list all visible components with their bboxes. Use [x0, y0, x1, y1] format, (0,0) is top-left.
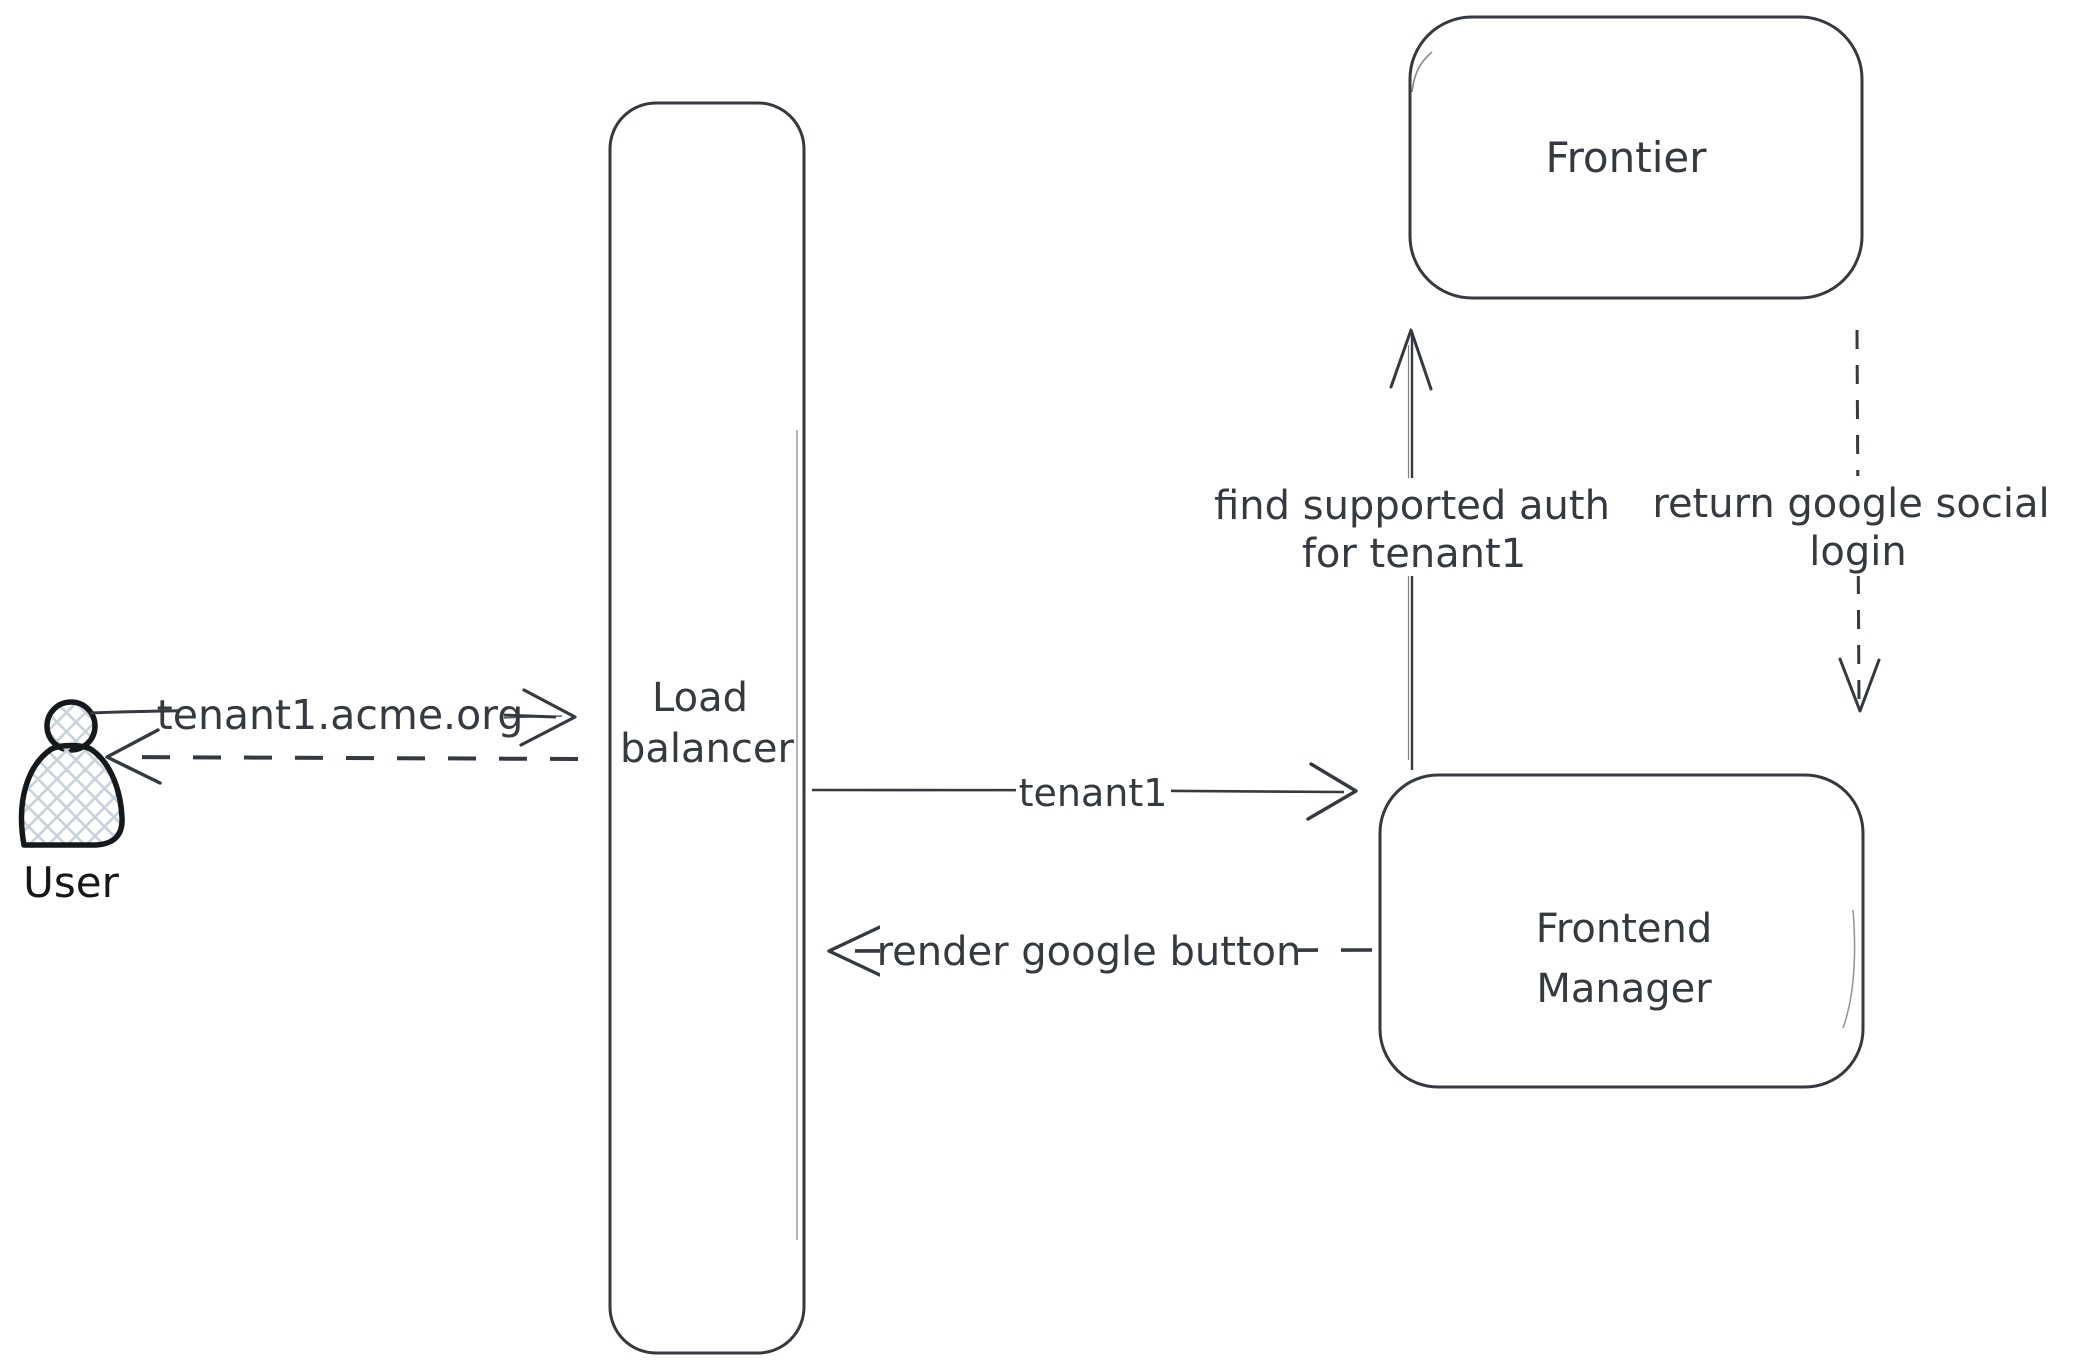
- load-balancer-node: Load balancer: [608, 101, 806, 1355]
- frontend-manager-box: [1378, 773, 1865, 1089]
- return-social-arrow: return google social login: [1652, 329, 2052, 713]
- response-arrow: [105, 728, 579, 785]
- frontend-manager-label-line2: Manager: [1536, 966, 1712, 1012]
- load-balancer-label-line1: Load: [652, 675, 748, 721]
- user-body: [18, 742, 125, 848]
- render-google-arrow-label: render google button: [877, 929, 1302, 975]
- find-auth-arrowhead-up-icon: [1389, 328, 1433, 391]
- frontier-node: Frontier: [1408, 15, 1864, 300]
- render-google-label-mask: [880, 920, 1298, 982]
- request-label-mask: [178, 686, 504, 744]
- find-auth-label-mask: [1206, 478, 1618, 576]
- find-auth-arrow: find supported auth for tenant1: [1206, 328, 1618, 770]
- user-label: User: [23, 858, 119, 907]
- response-arrowhead-left-icon: [105, 728, 162, 785]
- request-arrow: tenant1.acme.org: [89, 686, 577, 747]
- frontend-manager-label-line1: Frontend: [1536, 906, 1713, 952]
- frontier-box: [1408, 15, 1864, 300]
- render-google-arrow: render google button: [827, 920, 1373, 982]
- tenant1-arrow-label: tenant1: [1019, 771, 1168, 815]
- tenant1-label-mask: [1016, 766, 1171, 816]
- return-social-arrowhead-down-icon: [1838, 657, 1881, 713]
- frontend-manager-box-sketch-stroke: [1842, 909, 1856, 1029]
- return-social-arrow-label-line2: login: [1809, 529, 1906, 575]
- frontier-label: Frontier: [1545, 133, 1707, 182]
- frontend-manager-node: Frontend Manager: [1378, 773, 1865, 1089]
- frontier-box-sketch-stroke: [1411, 51, 1433, 93]
- tenant1-arrowhead-right-icon: [1306, 762, 1358, 821]
- return-social-arrow-label-line1: return google social: [1652, 481, 2049, 527]
- tenant1-arrow: tenant1: [811, 762, 1358, 821]
- load-balancer-box: [608, 101, 806, 1355]
- request-arrow-label: tenant1.acme.org: [157, 691, 524, 739]
- request-arrowhead-right-icon: [519, 688, 577, 747]
- return-social-label-mask: [1652, 476, 2052, 576]
- find-auth-arrow-label-line1: find supported auth: [1214, 483, 1610, 529]
- load-balancer-label-line2: balancer: [620, 726, 794, 772]
- response-arrow-line: [119, 755, 579, 761]
- render-google-arrowhead-left-icon: [827, 925, 884, 978]
- user-actor: User: [18, 699, 125, 907]
- find-auth-arrow-label-line2: for tenant1: [1302, 531, 1526, 577]
